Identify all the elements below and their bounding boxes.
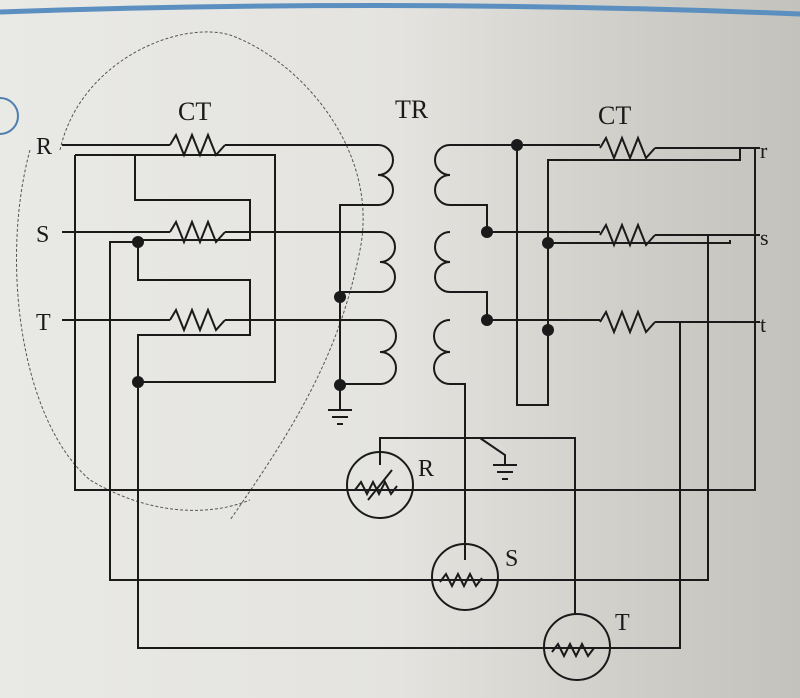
label-out-r: r <box>760 138 768 163</box>
ground-icon <box>328 409 352 425</box>
ct-coil-s-left <box>169 219 226 245</box>
ct-coil-r-left <box>169 132 226 158</box>
relay-r <box>346 451 414 519</box>
label-relay-t: T <box>615 610 630 636</box>
label-line-t: T <box>36 310 51 336</box>
label-line-s: S <box>36 222 49 248</box>
junction-dots <box>132 139 554 391</box>
label-out-s: s <box>760 225 769 250</box>
relay-s <box>431 543 499 611</box>
label-ct-left: CT <box>178 97 211 126</box>
left-ct-wiring <box>74 148 756 649</box>
label-out-t: t <box>760 312 766 337</box>
ct-coil-t-left <box>169 307 226 333</box>
label-relay-r: R <box>418 456 434 482</box>
transformer-tr <box>339 135 760 615</box>
label-ct-right: CT <box>598 101 631 130</box>
ground-icon <box>493 464 517 480</box>
pencil-annotation <box>16 31 364 521</box>
page-edge <box>0 2 800 17</box>
label-tr: TR <box>395 95 429 124</box>
label-line-r: R <box>36 134 52 160</box>
relay-t <box>543 613 611 681</box>
label-relay-s: S <box>505 546 518 572</box>
